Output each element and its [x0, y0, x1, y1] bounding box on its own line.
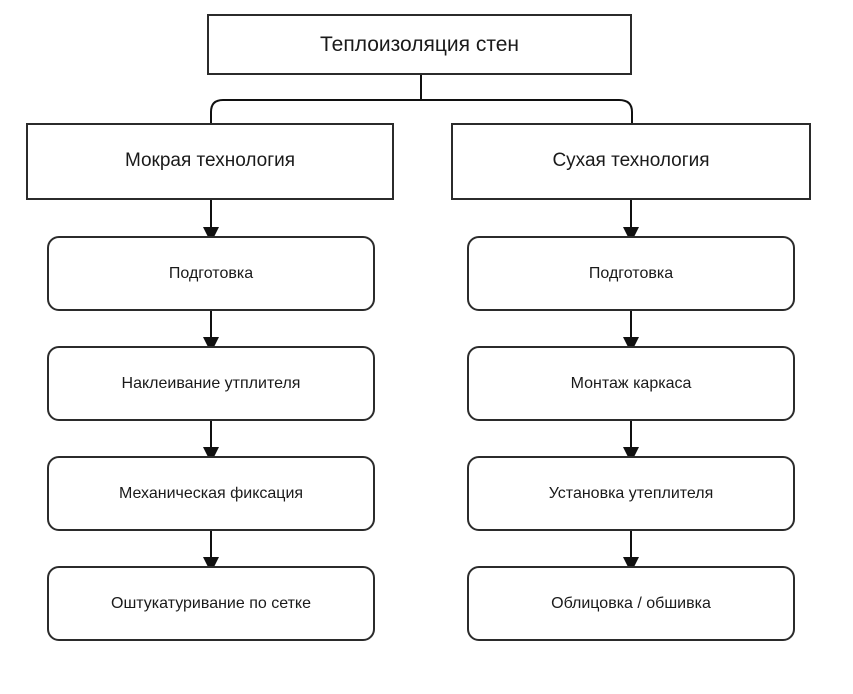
- node-branch-header-wet: Мокрая технология: [26, 123, 394, 200]
- node-wet-step-4-label: Оштукатуривание по сетке: [111, 594, 311, 612]
- node-wet-step-2-label: Наклеивание утплителя: [121, 374, 301, 392]
- node-dry-step-1-label: Подготовка: [588, 264, 674, 282]
- node-wet-step-3-label: Механическая фиксация: [118, 484, 304, 502]
- node-dry-step-1: Подготовка: [467, 236, 795, 311]
- connector-split-bracket: [210, 99, 633, 123]
- node-root-label: Теплоизоляция стен: [320, 32, 519, 56]
- node-dry-step-3: Установка утеплителя: [467, 456, 795, 531]
- node-branch-header-dry-label: Сухая технология: [552, 150, 710, 172]
- node-dry-step-2: Монтаж каркаса: [467, 346, 795, 421]
- node-dry-step-3-label: Установка утеплителя: [548, 484, 714, 502]
- node-dry-step-4: Облицовка / обшивка: [467, 566, 795, 641]
- node-dry-step-4-label: Облицовка / обшивка: [551, 594, 711, 612]
- node-root: Теплоизоляция стен: [207, 14, 632, 75]
- node-branch-header-dry: Сухая технология: [451, 123, 811, 200]
- node-wet-step-4: Оштукатуривание по сетке: [47, 566, 375, 641]
- node-branch-header-wet-label: Мокрая технология: [124, 150, 296, 172]
- node-wet-step-1: Подготовка: [47, 236, 375, 311]
- node-wet-step-2: Наклеивание утплителя: [47, 346, 375, 421]
- node-wet-step-1-label: Подготовка: [168, 264, 254, 282]
- node-wet-step-3: Механическая фиксация: [47, 456, 375, 531]
- node-dry-step-2-label: Монтаж каркаса: [570, 374, 692, 392]
